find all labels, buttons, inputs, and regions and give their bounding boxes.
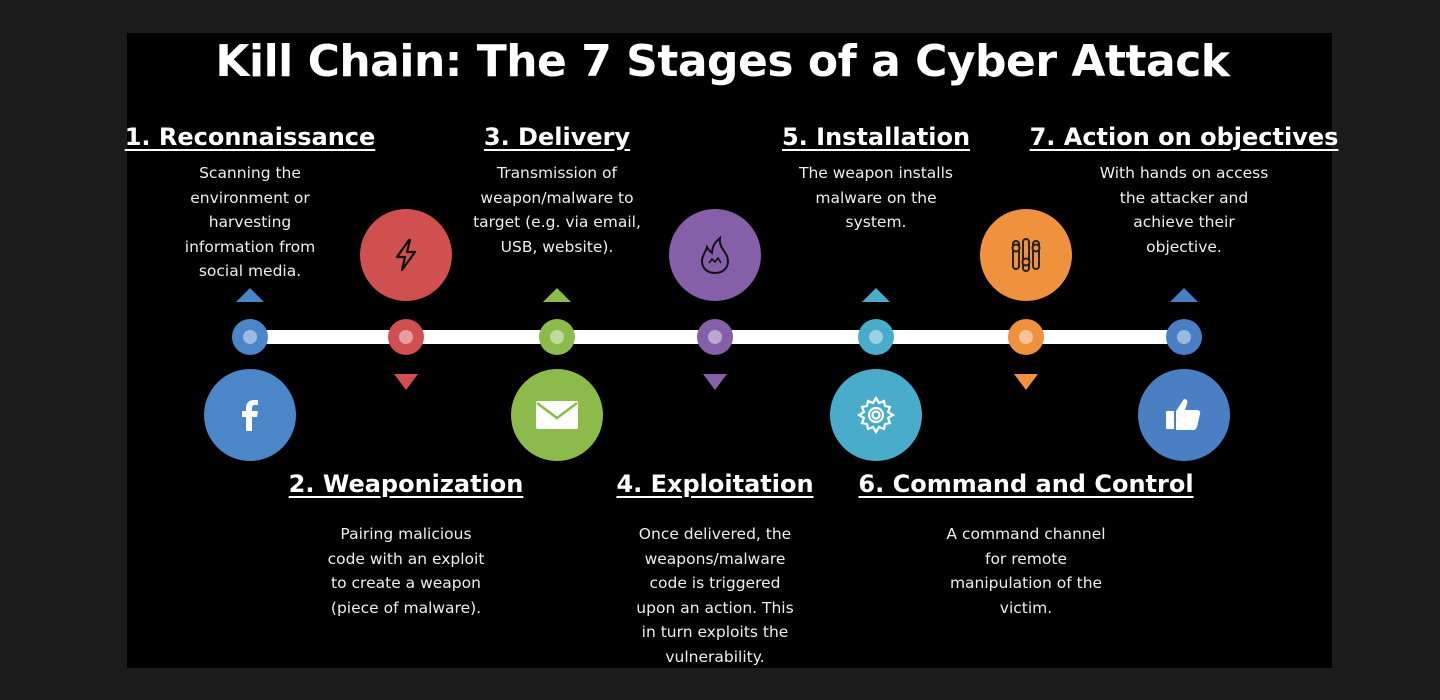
timeline-node [539,319,575,355]
timeline-node [388,319,424,355]
stage-icon-circle [204,369,296,461]
timeline-node [697,319,733,355]
stage-title: 1. Reconnaissance [124,123,376,151]
description-line: achieve their [1133,213,1235,231]
description-line: harvesting [208,213,292,231]
arrow-down-icon [394,374,418,390]
description-line: The weapon installs [798,164,953,182]
description-line: target (e.g. via email, [473,213,641,231]
timeline-node-center [399,330,413,344]
description-line: code is triggered [649,574,781,592]
description-line: objective. [1146,237,1222,256]
timeline-node-center [869,330,883,344]
slide-title: Kill Chain: The 7 Stages of a Cyber Atta… [215,36,1230,87]
thumbs-up-icon [1162,395,1206,435]
description-line: Pairing malicious [340,525,472,543]
gear-icon [854,393,898,437]
stage-icon-circle [669,209,761,301]
description-line: system. [845,213,907,231]
description-line: the attacker and [1119,188,1249,207]
stage-description: A command channel for remote manipulation … [906,522,1146,620]
facebook-icon [230,395,270,435]
description-line: victim. [999,598,1053,617]
arrow-down-icon [703,374,727,390]
timeline-node-center [708,330,722,344]
stage-description: Once delivered, the weapons/malware code i… [595,522,835,669]
description-line: With hands on access [1099,164,1269,182]
description-line: vulnerability. [665,647,765,666]
description-line: code with an exploit [327,549,485,568]
arrow-up-icon [1170,288,1198,302]
stage-title: 3. Delivery [483,123,631,151]
timeline-node-center [550,330,564,344]
description-line: Scanning the [199,164,301,182]
stage-description: Pairing malicious code with an exploit to … [286,522,526,620]
description-line: in turn exploits the [641,623,789,641]
description-line: to create a weapon [331,574,481,592]
stage-description: The weapon installs malware on the system. [756,161,996,235]
stage-description: Transmission of weapon/malware to target (… [437,161,677,259]
description-line: information from [184,237,316,256]
stage-title: 5. Installation [781,123,971,151]
stage-icon-circle [1138,369,1230,461]
stage-title: 6. Command and Control [858,470,1194,498]
description-line: manipulation of the [949,574,1103,592]
description-line: weapons/malware [644,549,786,568]
stage-title: 7. Action on objectives [1029,123,1339,151]
stage-icon-circle [980,209,1072,301]
description-line: upon an action. This [636,598,794,617]
envelope-icon [534,398,580,432]
stage-title: 4. Exploitation [616,470,814,498]
description-line: Transmission of [497,164,617,182]
timeline-node-center [1019,330,1033,344]
description-line: Once delivered, the [638,525,792,543]
description-line: social media. [198,262,302,280]
description-line: malware on the [815,188,937,207]
stage-icon-circle [360,209,452,301]
description-line: (piece of malware). [330,598,482,617]
lightning-bolt-icon [386,235,426,275]
description-line: USB, website). [500,237,614,256]
stage-icon-circle [830,369,922,461]
stage-icon-circle [511,369,603,461]
timeline-node [1166,319,1202,355]
timeline-node [232,319,268,355]
timeline-node-center [243,330,257,344]
timeline-node [1008,319,1044,355]
arrow-down-icon [1014,374,1038,390]
arrow-up-icon [543,288,571,302]
timeline-node-center [1177,330,1191,344]
arrow-up-icon [862,288,890,302]
stage-description: With hands on access the attacker and achi… [1064,161,1304,259]
description-line: for remote [984,549,1067,568]
timeline-node [858,319,894,355]
description-line: environment or [190,188,310,207]
sliders-icon [1006,235,1046,275]
arrow-up-icon [236,288,264,302]
description-line: A command channel [946,525,1106,543]
stage-title: 2. Weaponization [288,470,524,498]
stage-description: Scanning the environment or harvesting info… [130,161,370,284]
fire-icon [695,233,735,277]
description-line: weapon/malware to [480,188,634,207]
slide-panel [127,33,1332,668]
